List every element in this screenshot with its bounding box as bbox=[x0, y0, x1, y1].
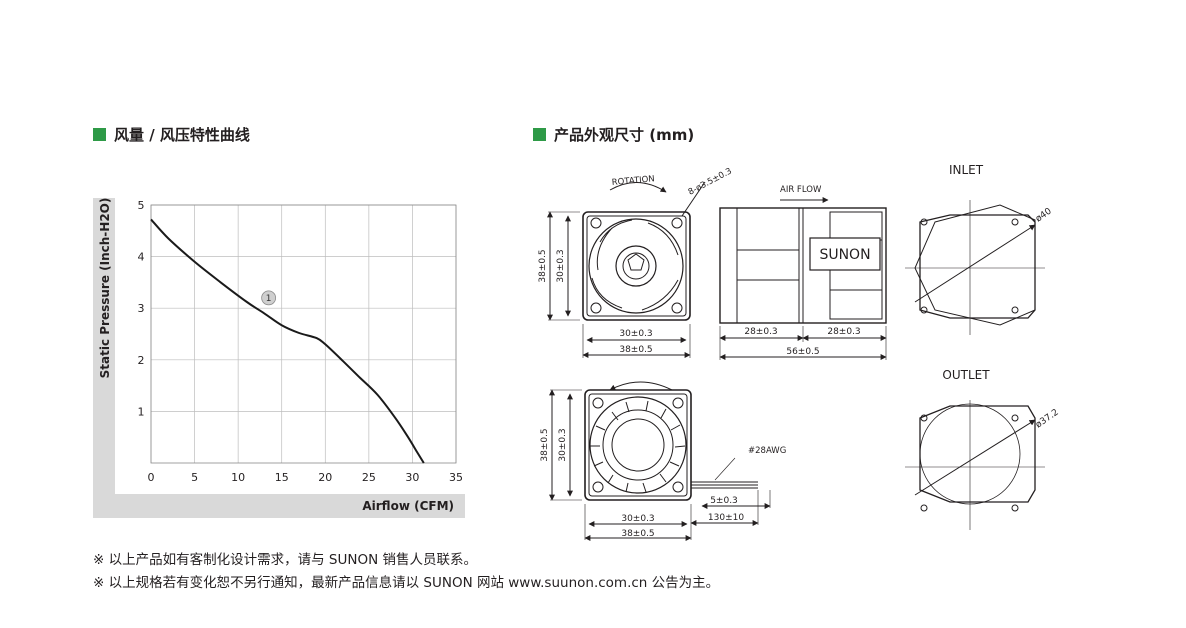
dim-30-horizontal-back: 30±0.3 bbox=[621, 514, 654, 524]
dim-30-vertical-back: 30±0.3 bbox=[558, 428, 568, 461]
mount-hole-icon bbox=[1011, 306, 1019, 314]
curve-title-text: 风量 / 风压特性曲线 bbox=[114, 126, 250, 144]
mount-hole-icon bbox=[920, 218, 928, 226]
wire-gauge-label: #28AWG bbox=[748, 446, 786, 456]
footnote-2: ※ 以上规格若有变化恕不另行通知，最新产品信息请以 SUNON 网站 www.s… bbox=[93, 575, 720, 591]
dim-38-vertical: 38±0.5 bbox=[538, 249, 548, 282]
mount-hole-icon bbox=[592, 397, 604, 409]
x-tick-label: 20 bbox=[318, 471, 332, 484]
mount-hole-icon bbox=[592, 481, 604, 493]
dim-130: 130±10 bbox=[708, 513, 744, 523]
outlet-label: OUTLET bbox=[942, 368, 990, 382]
dimension-drawings: ROTATION 8-ø3.5±0.3 AIR FLOW SUNON 38±0.… bbox=[538, 163, 1061, 541]
phi37-label: ø37.2 bbox=[1034, 408, 1061, 431]
dim-28-left: 28±0.3 bbox=[744, 327, 777, 337]
chart-grid bbox=[150, 204, 457, 464]
x-axis-label: Airflow (CFM) bbox=[362, 499, 454, 513]
phi40-label: ø40 bbox=[1034, 206, 1054, 224]
airflow-direction-label: AIR FLOW bbox=[780, 185, 822, 195]
mount-hole-icon bbox=[672, 481, 684, 493]
y-axis-label: Static Pressure (Inch-H2O) bbox=[98, 198, 112, 378]
y-tick-label: 1 bbox=[138, 405, 145, 418]
mount-hole-icon bbox=[672, 397, 684, 409]
x-tick-label: 10 bbox=[231, 471, 245, 484]
mount-hole-icon bbox=[920, 306, 928, 314]
airflow-pressure-chart: 0 5 10 15 20 25 30 35 1 2 3 4 5 1 Static Pressure (I… bbox=[93, 198, 465, 518]
x-tick-label: 15 bbox=[275, 471, 289, 484]
curve-annotation-1: 1 bbox=[261, 290, 277, 306]
dimension-title-text: 产品外观尺寸 (mm) bbox=[554, 126, 695, 144]
y-tick-label: 5 bbox=[138, 199, 145, 212]
mount-hole-icon bbox=[671, 302, 683, 314]
annotation-label: 1 bbox=[266, 294, 272, 304]
dim-30-horizontal: 30±0.3 bbox=[619, 329, 652, 339]
dim-5: 5±0.3 bbox=[710, 496, 738, 506]
mount-hole-icon bbox=[920, 504, 928, 512]
mount-hole-icon bbox=[1011, 218, 1019, 226]
dim-38-horizontal: 38±0.5 bbox=[619, 345, 652, 355]
dim-28-right: 28±0.3 bbox=[827, 327, 860, 337]
y-tick-label: 4 bbox=[138, 251, 145, 264]
dim-38-horizontal-back: 38±0.5 bbox=[621, 529, 654, 539]
fan-front-view bbox=[547, 181, 706, 358]
x-tick-label: 30 bbox=[405, 471, 419, 484]
hole-spec-label: 8-ø3.5±0.3 bbox=[687, 166, 734, 197]
x-tick-label: 0 bbox=[148, 471, 155, 484]
mount-hole-icon bbox=[590, 302, 602, 314]
footnote-1: ※ 以上产品如有客制化设计需求，请与 SUNON 销售人员联系。 bbox=[93, 552, 477, 568]
dim-30-vertical: 30±0.3 bbox=[556, 249, 566, 282]
mount-hole-icon bbox=[590, 217, 602, 229]
green-square-icon bbox=[93, 128, 106, 141]
brand-label: SUNON bbox=[819, 247, 870, 263]
x-tick-label: 5 bbox=[191, 471, 198, 484]
pressure-curve-series-1 bbox=[150, 218, 425, 464]
inlet-view bbox=[905, 200, 1045, 335]
green-square-icon bbox=[533, 128, 546, 141]
outlet-view bbox=[905, 400, 1045, 530]
dimension-section-title: 产品外观尺寸 (mm) bbox=[533, 124, 694, 145]
mount-hole-icon bbox=[920, 414, 928, 422]
tick-labels: 0 5 10 15 20 25 30 35 1 2 3 4 5 bbox=[138, 199, 464, 484]
fan-side-view bbox=[719, 197, 887, 360]
plot-border bbox=[150, 204, 457, 464]
rotation-label: ROTATION bbox=[611, 174, 655, 188]
x-tick-label: 35 bbox=[449, 471, 463, 484]
mount-hole-icon bbox=[1011, 504, 1019, 512]
dim-56: 56±0.5 bbox=[786, 347, 819, 357]
fan-back-view bbox=[549, 381, 771, 541]
mount-hole-icon bbox=[671, 217, 683, 229]
mount-hole-icon bbox=[1011, 414, 1019, 422]
y-tick-label: 3 bbox=[138, 302, 145, 315]
dim-38-vertical-back: 38±0.5 bbox=[540, 428, 550, 461]
curve-section-title: 风量 / 风压特性曲线 bbox=[93, 124, 250, 145]
y-tick-label: 2 bbox=[138, 354, 145, 367]
x-tick-label: 25 bbox=[362, 471, 376, 484]
inlet-label: INLET bbox=[949, 163, 984, 177]
footnotes: ※ 以上产品如有客制化设计需求，请与 SUNON 销售人员联系。 ※ 以上规格若… bbox=[93, 549, 719, 595]
